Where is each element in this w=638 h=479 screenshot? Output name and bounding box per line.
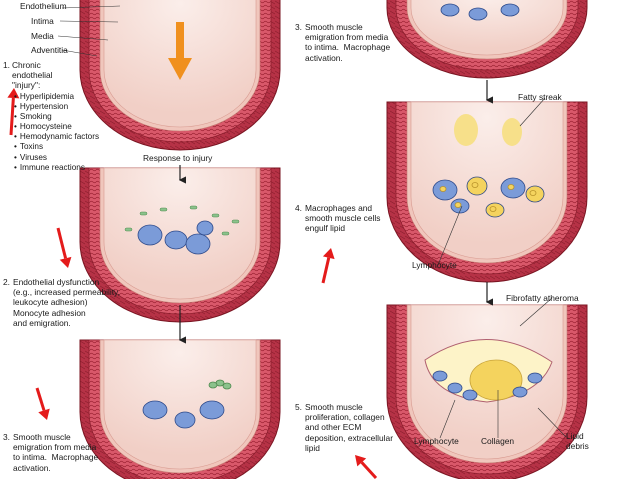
step-3-repeat-text: Smooth muscle emigration from media to i… [305, 22, 391, 63]
macrophage-cell [199, 400, 225, 420]
lipid-droplet [489, 206, 497, 212]
macrophage-cell [440, 3, 460, 17]
vessel-step-3-right [386, 0, 588, 79]
risk-factor: Hyperlipidemia [14, 92, 99, 102]
red-arrow-step-4-shaft [321, 257, 331, 284]
red-arrow-step-2-head [59, 256, 72, 268]
step-1-number: 1. [3, 60, 10, 70]
step-4-number: 4. [295, 203, 302, 213]
injury-arrow-head [168, 58, 192, 80]
fatty-streak-patch [454, 114, 478, 146]
step-2-text: Endothelial dysfunction (e.g., increased… [13, 277, 120, 328]
red-arrow-step-4-head [322, 248, 335, 260]
lipid-core [469, 359, 523, 401]
cell-group [124, 3, 553, 429]
lumen [410, 101, 564, 260]
lipid-particle [231, 219, 240, 224]
risk-factor: Toxins [14, 142, 99, 152]
red-arrow-step-1-shaft [9, 97, 15, 136]
lumen [103, 339, 257, 470]
risk-factor: Smoking [14, 112, 99, 122]
label-lymphocyte-lower: Lymphocyte [414, 436, 459, 446]
lipid-particle [211, 213, 220, 218]
step-3-text: Smooth muscle emigration from media to i… [13, 432, 99, 473]
risk-factor: Hemodynamic factors [14, 132, 99, 142]
smooth-muscle-cell [462, 389, 478, 401]
monocyte-cell [137, 224, 163, 246]
risk-factor-list: Hyperlipidemia Hypertension Smoking Homo… [14, 92, 99, 173]
red-arrow-step-2-shaft [56, 227, 68, 259]
step-3-number: 3. [3, 432, 10, 442]
label-lymphocyte-upper: Lymphocyte [412, 260, 457, 270]
macrophage-cell [500, 3, 520, 17]
lipid-droplet [439, 186, 447, 192]
lipid-droplet [471, 182, 479, 188]
lipid-particle [221, 231, 230, 236]
label-endothelium: Endothelium [20, 1, 67, 11]
risk-factor: Viruses [14, 153, 99, 163]
monocyte-cell [185, 233, 211, 255]
lipid-particle [189, 205, 198, 210]
arrow-group [7, 22, 493, 479]
step-4-text: Macrophages and smooth muscle cells engu… [305, 203, 381, 234]
smooth-muscle-cell [527, 372, 543, 384]
risk-factor: Hypertension [14, 102, 99, 112]
smooth-muscle-cell [432, 370, 448, 382]
label-fatty-streak: Fatty streak [518, 92, 562, 102]
transition-label: Response to injury [143, 153, 213, 163]
fatty-streak-patch [502, 118, 522, 146]
smooth-muscle-cell [512, 386, 528, 398]
lipid-particle [139, 211, 148, 216]
risk-factor: Homocysteine [14, 122, 99, 132]
step-2-number: 2. [3, 277, 10, 287]
injury-arrow-shaft [176, 22, 184, 60]
lipid-particle [159, 207, 168, 212]
red-arrow-step-5-shaft [360, 461, 378, 479]
label-collagen: Collagen [481, 436, 515, 446]
label-fibrofatty-atheroma: Fibrofatty atheroma [506, 293, 579, 303]
risk-factor: Immune reactions [14, 163, 99, 173]
macrophage-cell [142, 400, 168, 420]
lipid-particle [124, 227, 133, 232]
step-3-repeat-number: 3. [295, 22, 302, 32]
step-5-number: 5. [295, 402, 302, 412]
lipid-droplet [208, 381, 218, 389]
label-adventitia: Adventitia [31, 45, 68, 55]
lipid-droplet [454, 202, 462, 208]
red-arrow-step-5-head [355, 455, 367, 467]
label-intima: Intima [31, 16, 54, 26]
red-arrow-step-3-shaft [35, 387, 46, 411]
monocyte-cell [164, 230, 188, 250]
layer-leader-lines [57, 5, 567, 439]
lipid-droplet [222, 382, 232, 390]
macrophage-cell [468, 7, 488, 21]
macrophage-cell [174, 411, 196, 429]
red-arrow-step-3-head [38, 408, 50, 420]
vessel-step-4 [386, 101, 588, 283]
smooth-muscle-cell [447, 382, 463, 394]
step-1-text: Chronic endothelial "injury": [12, 60, 53, 91]
monocyte-cell [196, 220, 214, 236]
step-5-text: Smooth muscle proliferation, collagen an… [305, 402, 393, 453]
lipid-droplet [507, 184, 515, 190]
label-media: Media [31, 31, 54, 41]
label-lipid-debris: Lipid debris [566, 431, 589, 452]
lipid-droplet [529, 190, 537, 196]
vessel-step-3 [79, 339, 281, 479]
